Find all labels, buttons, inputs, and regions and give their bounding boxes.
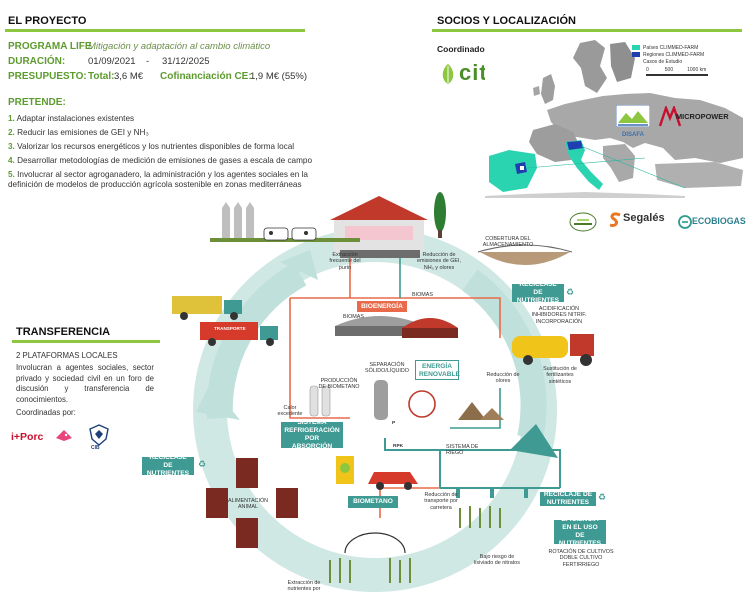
label-p: P: [392, 421, 396, 426]
iporc-pig-icon: [54, 428, 74, 442]
legend-item-regiones: Regiones CLIMMED-FARM: [632, 51, 744, 58]
transferencia-text: Involucran a agentes sociales, sector pr…: [16, 363, 154, 404]
pretende-item-3: 3. Valorizar los recursos energéticos y …: [8, 142, 295, 151]
label-produccion: PRODUCCIÓN DE BIOMETANO: [318, 378, 360, 391]
micropower-logo: MICROPOWER: [676, 112, 729, 121]
label-rotacion: ROTACIÓN DE CULTIVOS DOBLE CULTIVO FERTI…: [548, 549, 614, 568]
proyecto-title-bar: [5, 29, 305, 32]
proyecto-title: EL PROYECTO: [8, 15, 87, 27]
programa-label: PROGRAMA LIFE: [8, 41, 92, 52]
legend-item-casos: Casos de Estudio: [643, 58, 683, 65]
box-reciclaje-1: RECICLAJE DE NUTRIENTES: [512, 281, 564, 304]
label-extraccion: Extracción frecuente del purín: [329, 252, 361, 271]
map-scale: 0 500 1000 km: [646, 67, 707, 73]
pretende-item-5: 5. Involucrar al sector agroganadero, la…: [8, 170, 308, 189]
label-reduccion-transporte: Reducción de transporte por carretera: [424, 492, 458, 511]
label-cobertura: COBERTURA DEL ALMACENAMIENTO: [482, 236, 534, 249]
label-reduccion-emisiones: Reducción de emisiones de GEI, NH₃ y olo…: [416, 252, 462, 271]
label-alimentacion: ALIMENTACIÓN ANIMAL: [228, 498, 269, 511]
label-reduccion-olores: Reducción de olores: [486, 372, 520, 385]
cib-logo: CIB: [91, 445, 100, 451]
recycle-icon-1: ♻: [566, 287, 575, 297]
pretende-item-4: 4. Desarrollar metodologías de medición …: [8, 156, 313, 165]
iporc-logo: i+Porc: [11, 431, 44, 443]
programa-value: Mitigación y adaptación al cambio climát…: [88, 41, 271, 52]
label-transporte: TRANSPORTE: [214, 326, 246, 331]
scale-bar: [646, 74, 708, 76]
label-sustitucion: Sustitución de fertilizantes sintéticos: [543, 366, 577, 385]
pretende-item-2: 2. Reducir las emisiones de GEI y NH₃: [8, 128, 149, 137]
label-rpk: RPK: [393, 444, 404, 449]
box-bioenergia: BIOENERGÍA: [357, 301, 407, 312]
recycle-icon-2: ♻: [198, 459, 207, 469]
segales-icon: [608, 212, 622, 228]
label-lixiviado: Bajo riesgo de lixiviado de nitratos: [474, 554, 520, 567]
transferencia-title-bar: [12, 340, 160, 343]
box-refrigeracion: SISTEMA REFRIGERACIÓN POR ABSORCIÓN: [281, 419, 343, 450]
duracion-label: DURACIÓN:: [8, 56, 66, 67]
process-diagram: [140, 188, 620, 596]
box-eficiencia: EFICIENCIA EN EL USO DE NUTRIENTES: [554, 516, 606, 547]
socios-title-bar: [432, 29, 742, 32]
box-reciclaje-2: RECICLAJE DE NUTRIENTES: [142, 454, 194, 477]
box-reciclaje-3: RECICLAJE DE NUTRIENTES: [540, 491, 596, 506]
coordinadas-label: Coordinadas por:: [16, 408, 76, 417]
total-label: Total:: [88, 71, 115, 82]
cofin-value: 1,9 M€ (55%): [250, 71, 308, 82]
socios-title: SOCIOS Y LOCALIZACIÓN: [437, 15, 576, 27]
box-energia: ENERGÍA RENOVABLE: [415, 360, 460, 380]
disafa-logo: DISAFA: [615, 104, 651, 138]
label-calor: Calor excedente: [277, 405, 303, 418]
transferencia-title: TRANSFERENCIA: [16, 326, 111, 338]
cofin-label: Cofinanciación CE:: [160, 71, 252, 82]
segales-logo: Segalés: [623, 212, 665, 224]
presupuesto-label: PRESUPUESTO:: [8, 71, 87, 82]
duracion-sep: -: [146, 56, 150, 67]
total-value: 3,6 M€: [114, 71, 144, 82]
micropower-icon: [658, 104, 682, 128]
box-biometano: BIOMETANO: [348, 496, 398, 508]
label-riego: SISTEMA DE RIEGO: [446, 444, 479, 457]
coordinador-label: Coordinador:: [437, 44, 491, 54]
label-acidificacion: ACIDIFICACIÓN INHIBIDORES NITRIF. INCORP…: [531, 306, 587, 325]
label-biomas-2: BIOMAS: [412, 292, 433, 298]
cita-leaf-icon: [439, 62, 457, 86]
plataformas-label: 2 PLATAFORMAS LOCALES: [16, 351, 118, 360]
pretende-item-1: 1. Adaptar instalaciones existentes: [8, 114, 135, 123]
ecobiogas-icon: [678, 215, 692, 229]
pretende-list: 1. Adaptar instalaciones existentes 2. R…: [8, 114, 313, 190]
label-extraccion-nutrientes: Extracción de nutrientes por: [287, 580, 321, 593]
label-biomas-1: BIOMAS: [343, 314, 364, 320]
ecobiogas-logo: ECOBIOGAS: [692, 216, 746, 226]
partner-seal-logo: [569, 212, 597, 232]
pretende-title: PRETENDE:: [8, 97, 66, 108]
legend-item-paises: Países CLIMMED-FARM: [632, 44, 744, 51]
duracion-end: 31/12/2025: [162, 56, 210, 67]
recycle-icon-3: ♻: [598, 492, 607, 502]
duracion-start: 01/09/2021: [88, 56, 136, 67]
label-separacion: SEPARACIÓN SÓLIDO/LÍQUIDO: [364, 362, 410, 375]
map-legend: Países CLIMMED-FARM Regiones CLIMMED-FAR…: [632, 44, 744, 80]
cib-shield-icon: [89, 424, 109, 446]
